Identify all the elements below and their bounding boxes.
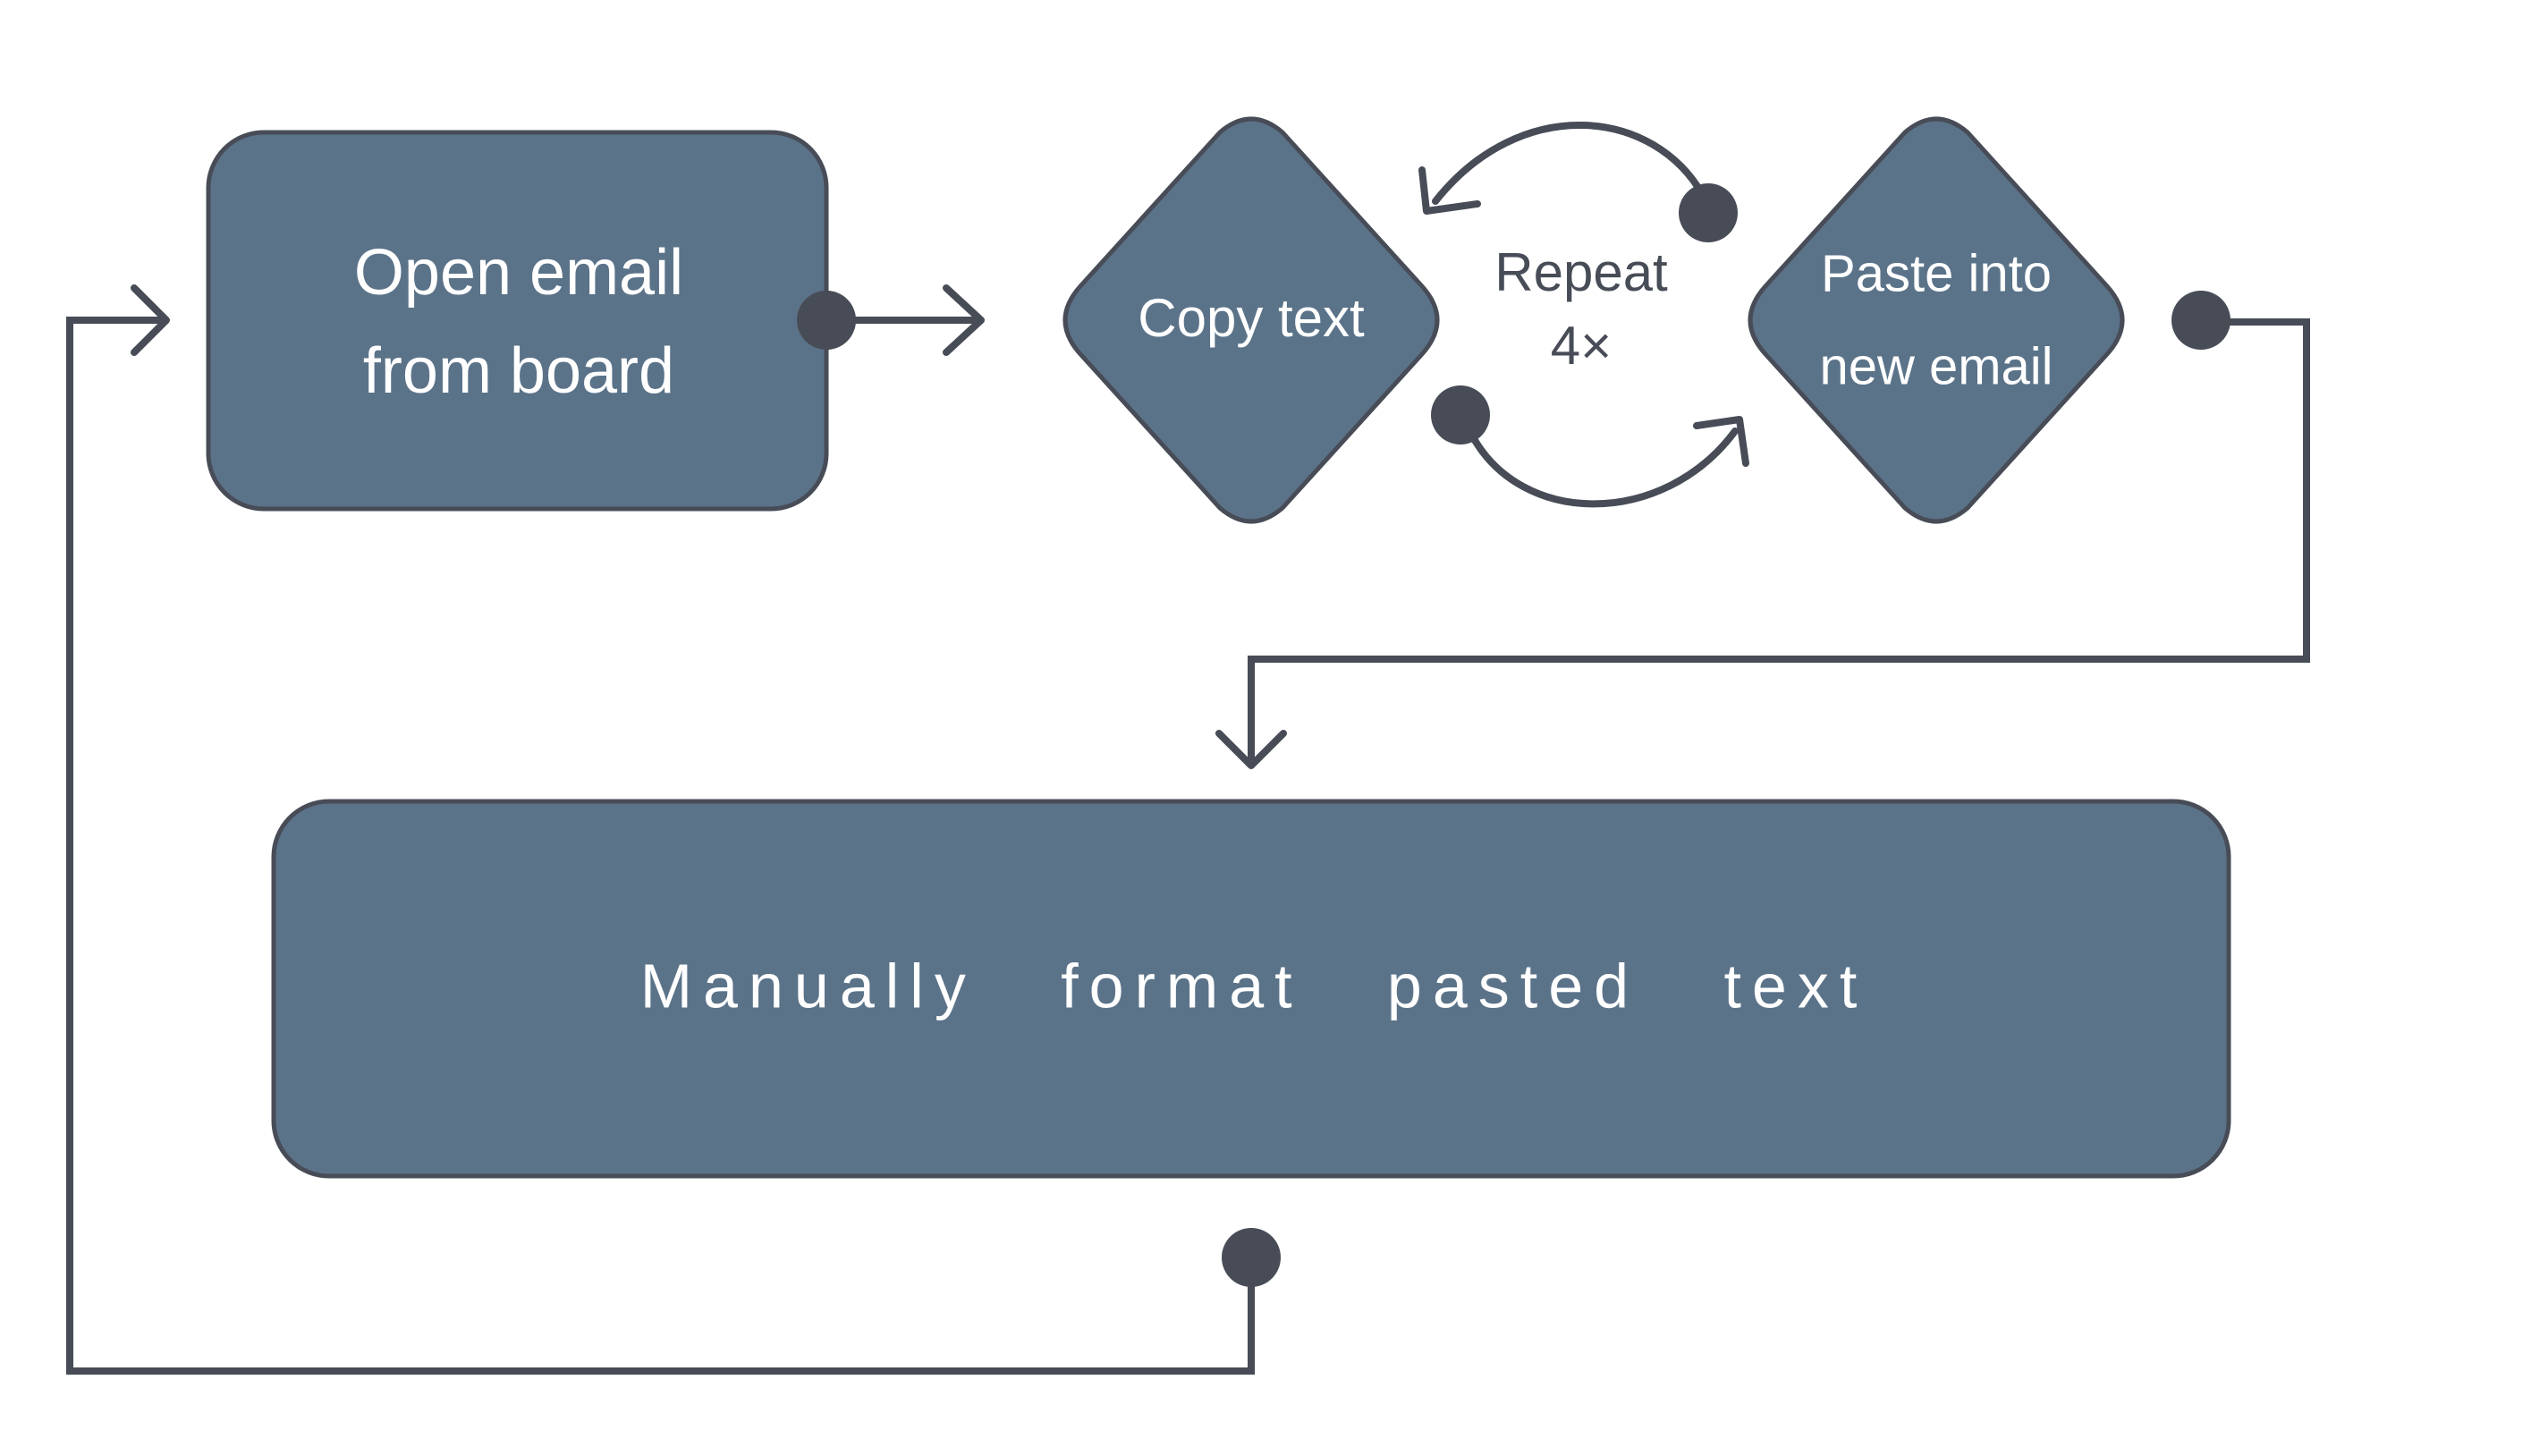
connector-dot-paste bbox=[2171, 291, 2230, 350]
loop-label-repeat: Repeat bbox=[1494, 242, 1668, 302]
edge-paste-to-format bbox=[1215, 291, 2310, 769]
connector-dot-loop-top bbox=[1679, 183, 1738, 242]
node-paste-email-line2: new email bbox=[1819, 337, 2053, 395]
connector-dot-loop-bottom bbox=[1431, 385, 1490, 444]
node-copy-text[interactable]: Copy text bbox=[1062, 116, 1440, 524]
node-paste-email-line1: Paste into bbox=[1821, 244, 2052, 302]
node-manual-format[interactable]: Manually format pasted text bbox=[271, 799, 2231, 1179]
node-manual-format-label: Manually format pasted text bbox=[640, 951, 1868, 1020]
edge-format-to-open bbox=[66, 284, 1281, 1375]
loop-label-count: 4× bbox=[1551, 316, 1612, 376]
edge-loop-bottom bbox=[1431, 385, 1749, 508]
node-paste-email[interactable]: Paste into new email bbox=[1748, 116, 2125, 524]
loop-label: Repeat 4× bbox=[1494, 242, 1668, 376]
connector-dot-open-email bbox=[797, 291, 856, 350]
node-open-email-line2: from board bbox=[363, 335, 674, 407]
node-copy-text-label: Copy text bbox=[1138, 288, 1365, 348]
node-open-email[interactable]: Open email from board bbox=[206, 130, 829, 512]
node-open-email-line1: Open email bbox=[354, 237, 683, 309]
edge-loop-top bbox=[1418, 122, 1738, 242]
connector-dot-format bbox=[1222, 1228, 1281, 1287]
